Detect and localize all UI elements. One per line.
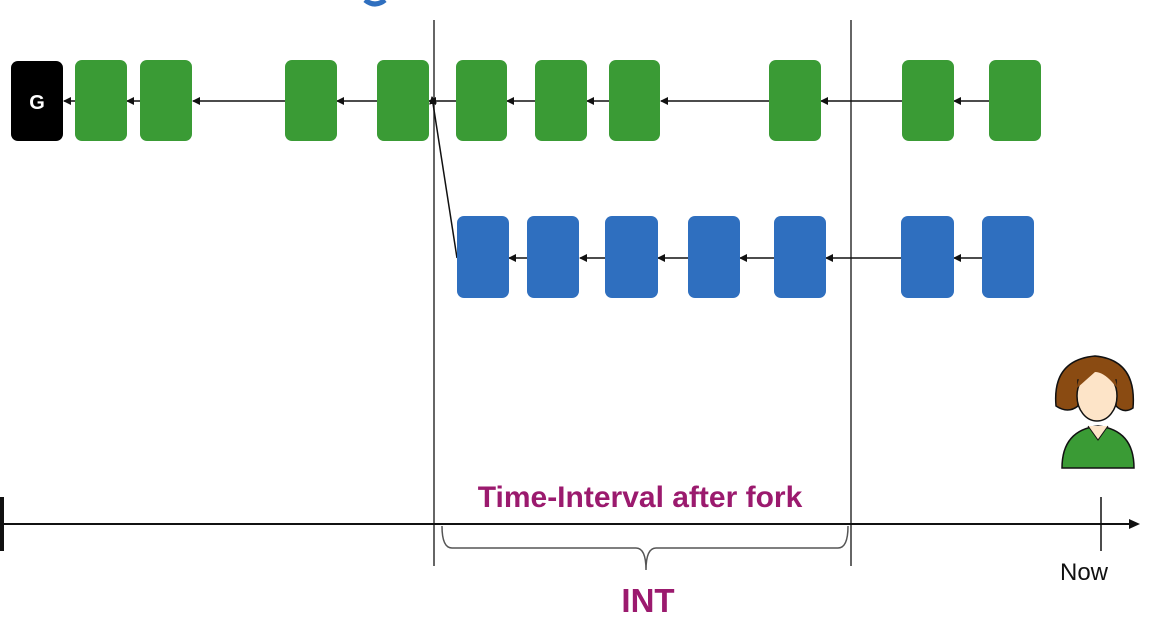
interval-brace <box>441 525 849 571</box>
main-block <box>456 60 507 141</box>
main-block <box>377 60 429 141</box>
fork-block <box>605 216 658 298</box>
main-block <box>140 60 192 141</box>
fork-block <box>457 216 509 298</box>
main-block <box>75 60 127 141</box>
timeline-arrowhead <box>1129 519 1140 529</box>
now-label: Now <box>1060 559 1109 586</box>
fork-chain <box>457 216 1034 298</box>
fork-block <box>688 216 740 298</box>
timeline-start-tick <box>0 497 4 551</box>
main-chain <box>75 60 1041 141</box>
main-block <box>989 60 1041 141</box>
fork-chain-links <box>429 96 982 262</box>
fork-block <box>527 216 579 298</box>
genesis-label: G <box>29 92 45 114</box>
genesis-block: G <box>11 61 63 141</box>
cropped-title-fragment <box>363 0 387 7</box>
main-block <box>902 60 954 141</box>
main-block <box>769 60 821 141</box>
main-block <box>535 60 587 141</box>
fork-block <box>982 216 1034 298</box>
person-icon <box>1054 355 1135 469</box>
main-block <box>285 60 337 141</box>
interval-abbrev: INT <box>621 582 674 619</box>
fork-block <box>774 216 826 298</box>
main-block <box>609 60 660 141</box>
interval-caption: Time-Interval after fork <box>478 481 803 514</box>
fork-block <box>901 216 954 298</box>
